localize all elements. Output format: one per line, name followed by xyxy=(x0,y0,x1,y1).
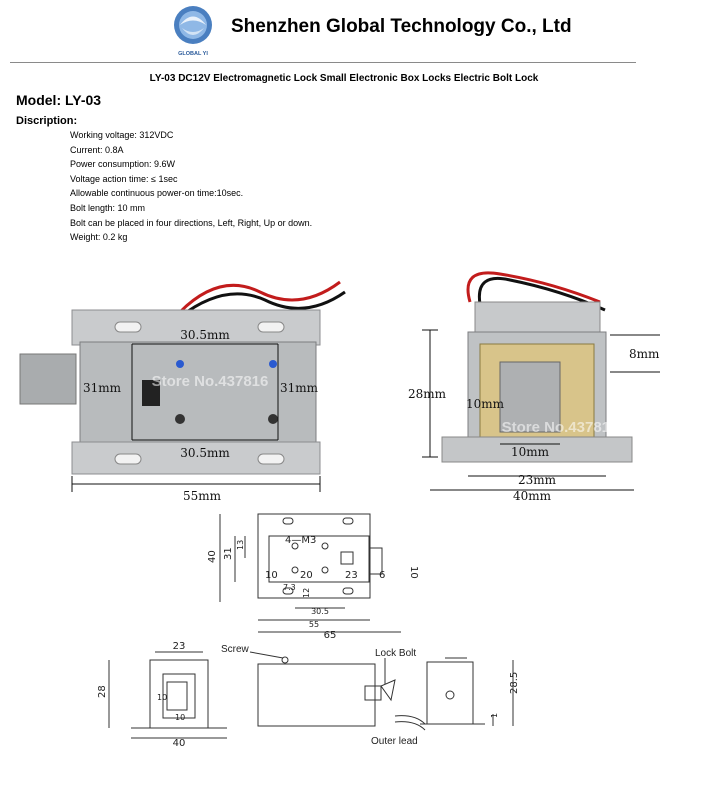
watermark: Store No.437816 xyxy=(502,419,619,436)
dim-40-label: 40mm xyxy=(513,489,552,503)
dim-55: 55 xyxy=(309,620,319,629)
dim-40: 40 xyxy=(173,738,186,749)
logo-text: GLOBAL YI xyxy=(178,51,208,57)
dim-20: 20 xyxy=(300,570,313,581)
hole-spec: 4—M3 xyxy=(285,535,316,546)
dim-23-label: 23mm xyxy=(518,473,557,487)
dim-28-label: 28mm xyxy=(408,387,447,401)
outer-lead-label: Outer lead xyxy=(371,736,418,747)
description-label: Discription: xyxy=(16,115,78,127)
dim-13: 13 xyxy=(236,540,245,550)
header-divider xyxy=(10,62,636,63)
lock-bolt-label: Lock Bolt xyxy=(375,648,416,659)
dim-40: 40 xyxy=(207,550,218,563)
dim-10h-label: 10mm xyxy=(511,445,550,459)
spec-item: Current: 0.8A xyxy=(70,144,124,155)
dim-28: 28 xyxy=(97,685,108,698)
dim-28-5: 28.5 xyxy=(509,672,520,694)
dim-top-label: 30.5mm xyxy=(180,328,230,342)
dim-6: 6 xyxy=(379,570,385,581)
dim-right-label: 31mm xyxy=(280,381,319,395)
dim-30-5: 30.5 xyxy=(311,607,329,616)
spec-item: Bolt length: 10 mm xyxy=(70,202,146,213)
dim-left-label: 31mm xyxy=(83,381,122,395)
dim-8-label: 8mm xyxy=(629,347,660,361)
dim-width-label: 55mm xyxy=(183,489,222,503)
dim-10v-label: 10mm xyxy=(466,397,505,411)
company-logo: GLOBAL YI xyxy=(170,4,216,58)
spec-item: Voltage action time: ≤ 1sec xyxy=(70,173,178,184)
dim-10a: 10 xyxy=(265,570,278,581)
dim-7-3: 7.3 xyxy=(283,583,296,592)
dim-31: 31 xyxy=(223,547,234,560)
spec-item: Working voltage: 312VDC xyxy=(70,130,174,140)
spec-item: Weight: 0.2 kg xyxy=(70,232,128,243)
dim-10b: 10 xyxy=(408,566,419,579)
drawing-bottom-views: 23 28 10 10 40 Screw Lock Bolt Outer lea… xyxy=(95,640,535,750)
dim-65: 65 xyxy=(324,630,337,638)
spec-item: Power consumption: 9.6W xyxy=(70,159,176,170)
company-name: Shenzhen Global Technology Co., Ltd xyxy=(231,16,572,37)
dim-bottom-label: 30.5mm xyxy=(180,446,230,460)
product-title: LY-03 DC12V Electromagnetic Lock Small E… xyxy=(149,73,539,84)
spec-list: Working voltage: 312VDC Current: 0.8A Po… xyxy=(70,128,312,245)
model-heading: Model: LY-03 xyxy=(16,92,102,108)
spec-item: Allowable continuous power-on time:10sec… xyxy=(70,188,244,199)
dim-23: 23 xyxy=(173,641,186,652)
drawing-top-view: 40 31 13 4—M3 10 20 23 6 10 7.3 12 30.5 … xyxy=(195,508,425,641)
dim-1: 1 xyxy=(490,713,499,718)
dim-10v: 10 xyxy=(157,693,167,702)
screw-label: Screw xyxy=(221,644,250,655)
watermark: Store No.437816 xyxy=(152,373,269,390)
dim-12: 12 xyxy=(302,588,311,598)
dim-23: 23 xyxy=(345,570,358,581)
photo-front-view: 30.5mm 30.5mm 31mm 31mm 55mm Store No.43… xyxy=(10,262,350,512)
photo-side-view: 8mm 28mm 10mm 10mm 23mm 40mm Store No.43… xyxy=(400,262,664,504)
spec-item: Bolt can be placed in four directions, L… xyxy=(70,217,313,228)
dim-10h: 10 xyxy=(175,713,185,722)
